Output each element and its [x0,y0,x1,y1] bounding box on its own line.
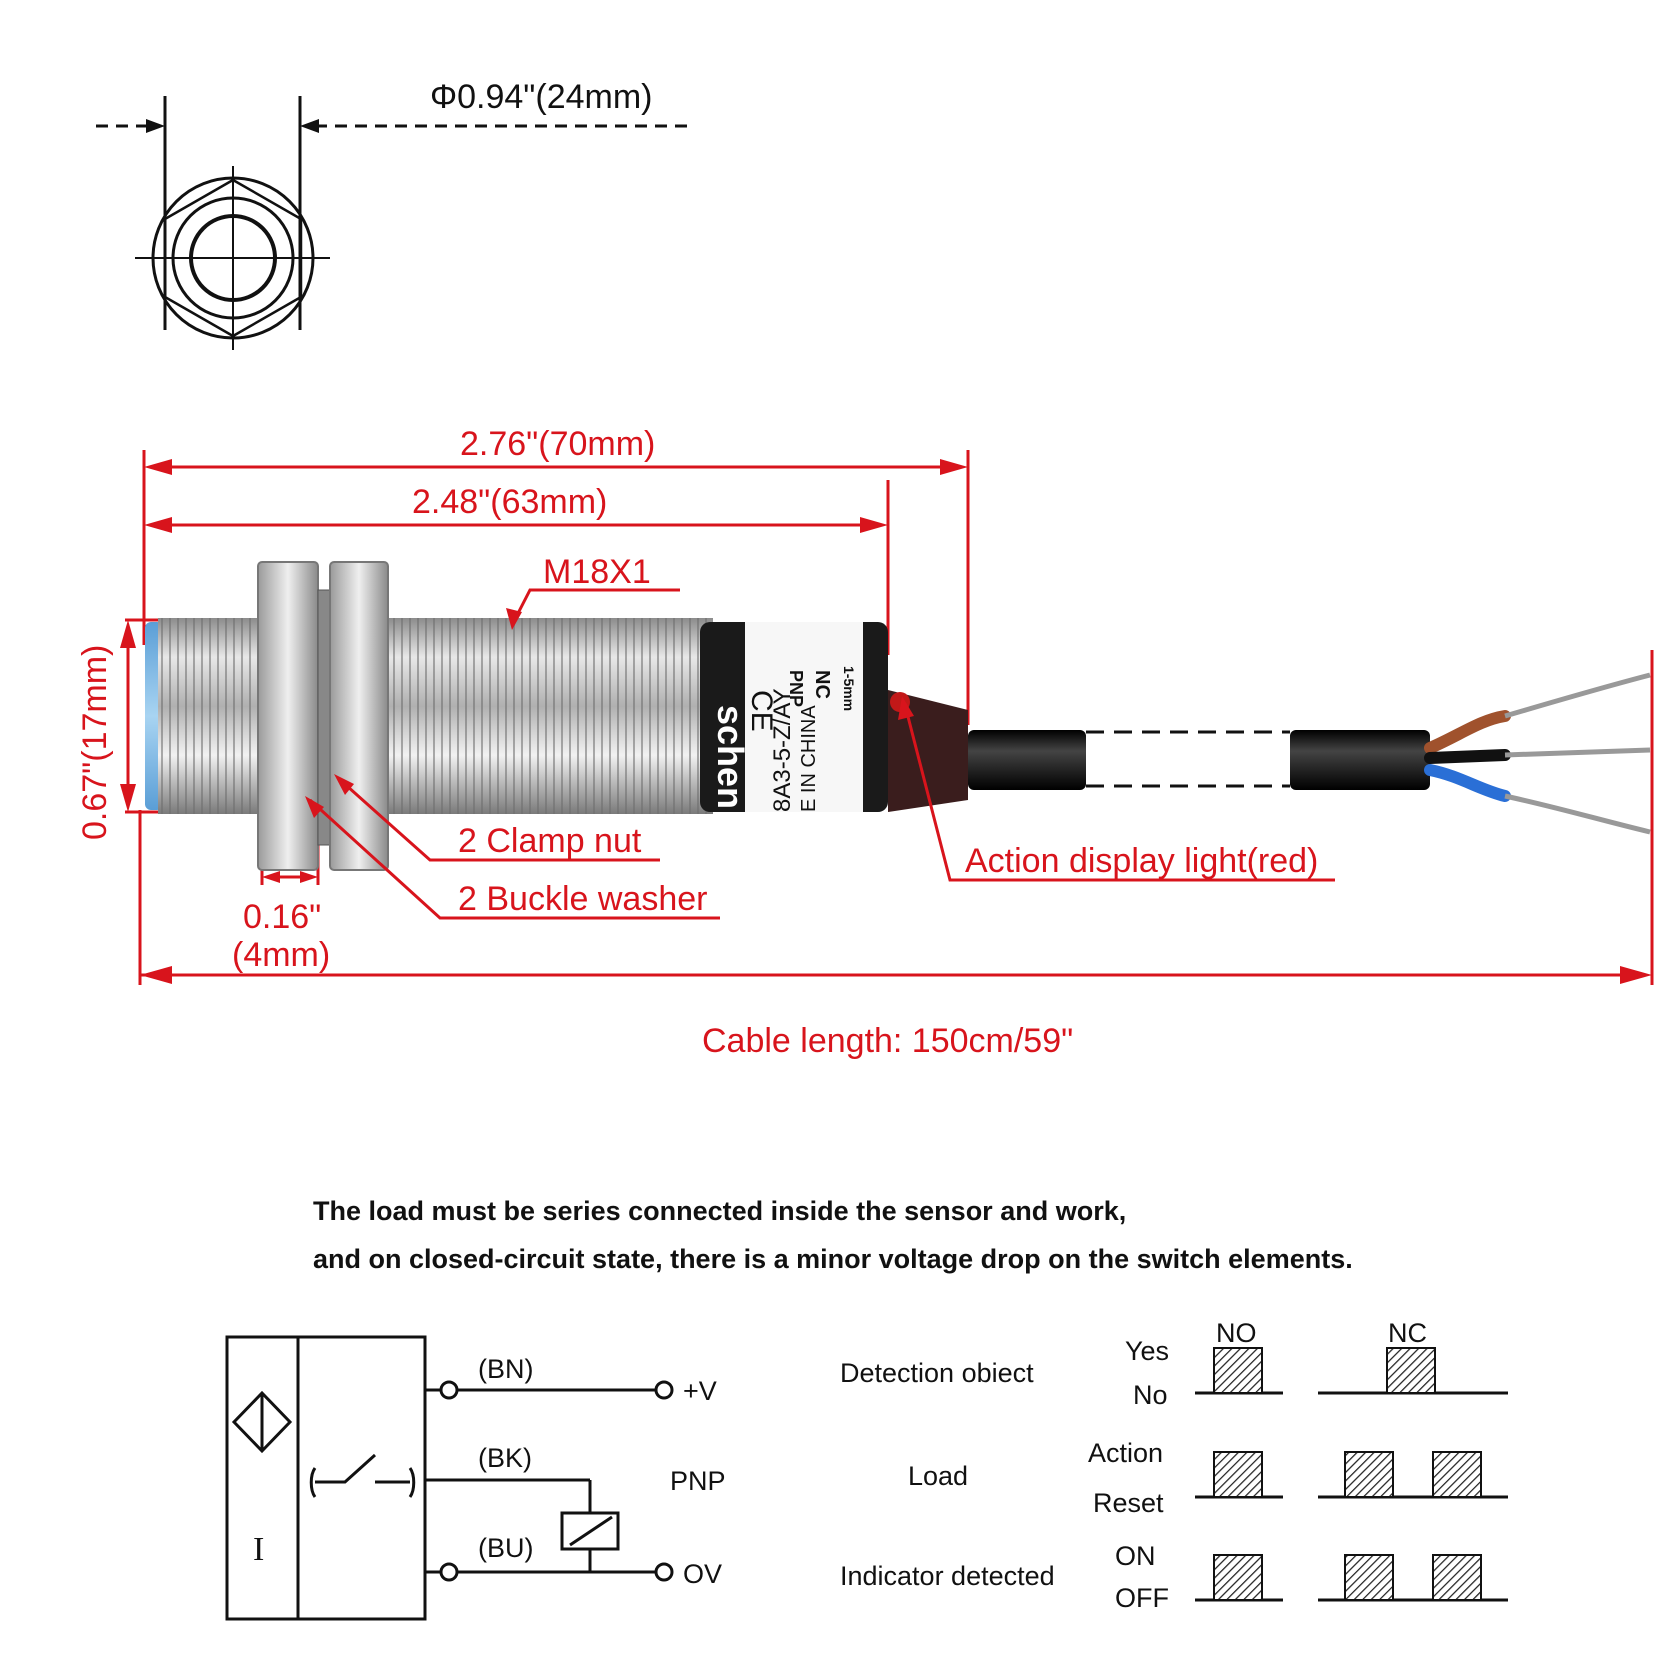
timing-row3-low: OFF [1115,1583,1169,1613]
pulse-load-no [1213,1451,1263,1498]
sticker-brand: schen [710,705,751,809]
body-length-label: 2.48"(63mm) [412,483,607,521]
timing-row1-label: Detection obiect [840,1358,1034,1388]
pulse-indicator-nc-2 [1432,1554,1482,1601]
action-light-callout: Action display light(red) [965,842,1318,880]
wiring-diagram [225,1335,674,1621]
timing-row3-high: ON [1115,1541,1156,1571]
pulse-detect-nc [1386,1347,1436,1394]
cable-segment-far [1290,730,1430,790]
overall-length-label: 2.76"(70mm) [460,425,655,463]
sticker-nc: NC [811,670,833,699]
output-type-label: PNP [670,1466,726,1496]
sensor-sticker-text: PNP NC 1-5mm CE schen 8A3-5-Z/AY E IN CH… [710,666,857,812]
sensor-block [225,1335,427,1621]
sensor-body [145,561,968,871]
callout-arrowheads [305,608,914,818]
pulse-load-nc-1 [1344,1451,1394,1498]
pulse-load-nc-2 [1432,1451,1482,1498]
plus-v-terminal: +V [683,1376,717,1406]
diameter-label: Φ0.94"(24mm) [430,78,652,116]
timing-pulses [1213,1347,1482,1601]
cable-segment-near [968,730,1086,790]
cable [968,672,1651,835]
strand-bottom [1504,793,1651,835]
sticker-origin: E IN CHINA [798,705,820,812]
timing-col-no: NO [1216,1318,1257,1348]
wire-brown [1424,710,1511,754]
wire-bk-label: (BK) [478,1443,532,1473]
pulse-indicator-nc-1 [1344,1554,1394,1601]
timing-row1-high: Yes [1125,1336,1169,1366]
strand-mid [1504,747,1651,758]
note-line-2: and on closed-circuit state, there is a … [313,1244,1353,1274]
timing-col-nc: NC [1388,1318,1427,1348]
sticker-pnp: PNP [786,670,806,707]
sticker-range: 1-5mm [841,666,857,711]
clamp-nut-2 [329,561,389,871]
timing-row2-low: Reset [1093,1488,1164,1518]
note-line-1: The load must be series connected inside… [313,1196,1126,1226]
zero-v-terminal: OV [683,1559,722,1589]
dimension-arrowheads [120,459,1652,984]
timing-row3-label: Indicator detected [840,1561,1055,1591]
clamp-nut-1 [257,561,319,871]
timing-row2-high: Action [1088,1438,1163,1468]
wire-bu-label: (BU) [478,1533,534,1563]
timing-row1-low: No [1133,1380,1168,1410]
wire-bn-label: (BN) [478,1354,534,1384]
buckle-washer-callout: 2 Buckle washer [458,880,707,918]
switch-symbol [309,1453,416,1498]
pulse-indicator-no [1213,1554,1263,1601]
clamp-nut-callout: 2 Clamp nut [458,822,642,860]
pulse-detect-no [1213,1347,1263,1394]
top-view-drawing [96,96,690,350]
sticker-model: 8A3-5-Z/AY [769,688,796,812]
thread-label: M18X1 [543,553,651,591]
wire-blue [1424,764,1511,802]
cable-length-label: Cable length: 150cm/59" [702,1022,1073,1060]
timing-row2-label: Load [908,1461,968,1491]
sticker-ce-mark: CE [745,690,778,732]
wire-black [1424,749,1511,764]
current-symbol: I [253,1531,264,1568]
nut-width-label-line2: (4mm) [232,936,330,974]
height-label: 0.67"(17mm) [76,645,114,840]
sensor-label-sticker [745,622,863,812]
strand-top [1504,672,1651,719]
nut-width-label-line1: 0.16" [243,898,321,936]
